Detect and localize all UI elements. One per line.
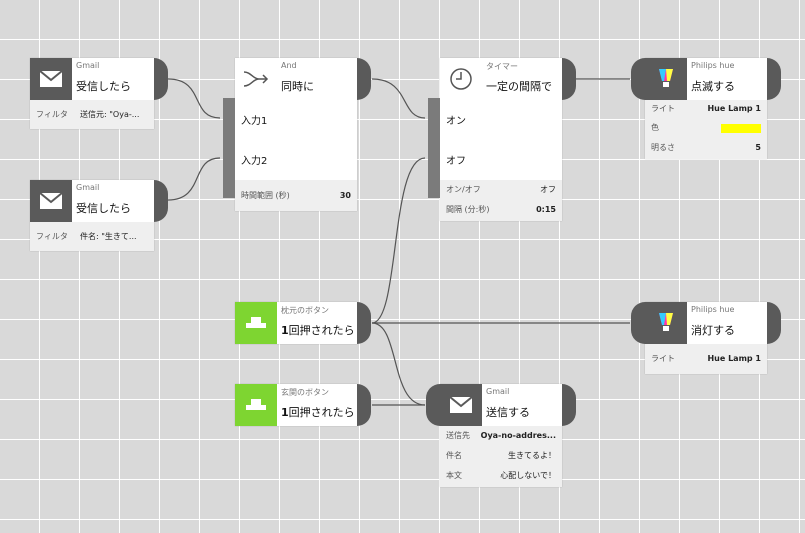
param-label: フィルタ xyxy=(36,232,68,241)
output-port[interactable] xyxy=(154,180,168,222)
color-swatch xyxy=(721,124,761,133)
node-service: 枕元のボタン xyxy=(281,306,329,315)
node-action: 消灯する xyxy=(691,324,735,337)
and-node[interactable]: And 同時に 入力1 入力2 時間範囲 (秒) 30 xyxy=(223,58,371,211)
param-value: 5 xyxy=(755,143,761,152)
hue-off-node[interactable]: Philips hue 消灯する ライト Hue Lamp 1 xyxy=(631,302,781,374)
node-service: Philips hue xyxy=(691,305,735,314)
wire-gmail1-to-and-input1 xyxy=(167,78,221,119)
node-action: 1回押されたら xyxy=(281,406,355,419)
merge-arrows-icon xyxy=(235,58,277,100)
wire-pillow-to-gmail3 xyxy=(371,322,426,406)
input-port[interactable] xyxy=(631,58,645,100)
output-port[interactable] xyxy=(357,302,371,344)
wire-pillow-to-timer-off xyxy=(371,157,426,324)
mail-icon xyxy=(30,58,72,100)
param-label: 明るさ xyxy=(651,143,675,152)
hue-blink-node[interactable]: Philips hue 点滅する ライト Hue Lamp 1 色 明るさ 5 xyxy=(631,58,781,159)
node-service: Philips hue xyxy=(691,61,735,70)
param-value: Hue Lamp 1 xyxy=(707,354,761,363)
mail-icon xyxy=(30,180,72,222)
wire-and-to-timer-on xyxy=(371,78,426,119)
input-port-group[interactable] xyxy=(428,98,440,198)
input-1-label: 入力1 xyxy=(241,116,268,127)
pillow-button-node[interactable]: 枕元のボタン 1回押されたら xyxy=(235,302,371,344)
input-2-label: 入力2 xyxy=(241,156,268,167)
node-service: 玄関のボタン xyxy=(281,388,329,397)
timer-node[interactable]: タイマー 一定の間隔で オン オフ オン/オフ オフ 間隔 (分:秒) 0:15 xyxy=(428,58,576,221)
param-label: 送信先 xyxy=(446,431,470,440)
push-button-icon xyxy=(235,302,277,344)
input-port[interactable] xyxy=(631,302,645,344)
param-value: Hue Lamp 1 xyxy=(707,104,761,113)
input-port[interactable] xyxy=(426,384,440,426)
lightbulb-icon xyxy=(645,58,687,100)
node-action: 送信する xyxy=(486,406,530,419)
output-port[interactable] xyxy=(357,384,371,426)
gmail-receive-node-1[interactable]: Gmail 受信したら フィルタ 送信元: "Oya-... xyxy=(30,58,168,129)
output-port[interactable] xyxy=(357,58,371,100)
param-value: 心配しないで！ xyxy=(500,471,556,480)
param-label: 間隔 (分:秒) xyxy=(446,205,490,214)
param-label: 時間範囲 (秒) xyxy=(241,191,290,200)
param-value: 生きてるよ！ xyxy=(508,451,556,460)
param-label: 本文 xyxy=(446,471,462,480)
param-value: Oya-no-addres... xyxy=(480,431,556,440)
on-input-label: オン xyxy=(446,116,466,127)
input-port-group[interactable] xyxy=(223,98,235,198)
output-port[interactable] xyxy=(562,384,576,426)
lightbulb-icon xyxy=(645,302,687,344)
param-label: オン/オフ xyxy=(446,185,481,194)
param-label: ライト xyxy=(651,104,675,113)
output-port[interactable] xyxy=(767,302,781,344)
node-service: Gmail xyxy=(486,387,510,396)
param-label: 件名 xyxy=(446,451,462,460)
param-label: 色 xyxy=(651,123,659,132)
param-value: オフ xyxy=(540,185,556,194)
node-service: And xyxy=(281,61,297,70)
param-value: 0:15 xyxy=(536,205,556,214)
param-label: ライト xyxy=(651,354,675,363)
push-button-icon xyxy=(235,384,277,426)
wire-gmail2-to-and-input2 xyxy=(167,157,221,201)
node-action: 点滅する xyxy=(691,80,735,93)
gmail-send-node[interactable]: Gmail 送信する 送信先 Oya-no-addres... 件名 生きてるよ… xyxy=(426,384,576,487)
node-action: 受信したら xyxy=(76,202,131,215)
clock-icon xyxy=(440,58,482,100)
mail-icon xyxy=(440,384,482,426)
node-service: タイマー xyxy=(486,62,518,71)
node-action: 同時に xyxy=(281,80,314,93)
node-action: 1回押されたら xyxy=(281,324,355,337)
param-label: フィルタ xyxy=(36,110,68,119)
off-input-label: オフ xyxy=(446,156,466,167)
param-value: 件名: "生きて... xyxy=(80,232,137,241)
output-port[interactable] xyxy=(767,58,781,100)
entrance-button-node[interactable]: 玄関のボタン 1回押されたら xyxy=(235,384,371,426)
node-action: 受信したら xyxy=(76,80,131,93)
node-service: Gmail xyxy=(76,183,100,192)
gmail-receive-node-2[interactable]: Gmail 受信したら フィルタ 件名: "生きて... xyxy=(30,180,168,251)
node-action: 一定の間隔で xyxy=(486,80,552,93)
param-value: 送信元: "Oya-... xyxy=(80,110,140,119)
output-port[interactable] xyxy=(154,58,168,100)
node-service: Gmail xyxy=(76,61,100,70)
output-port[interactable] xyxy=(562,58,576,100)
param-value: 30 xyxy=(339,191,351,200)
